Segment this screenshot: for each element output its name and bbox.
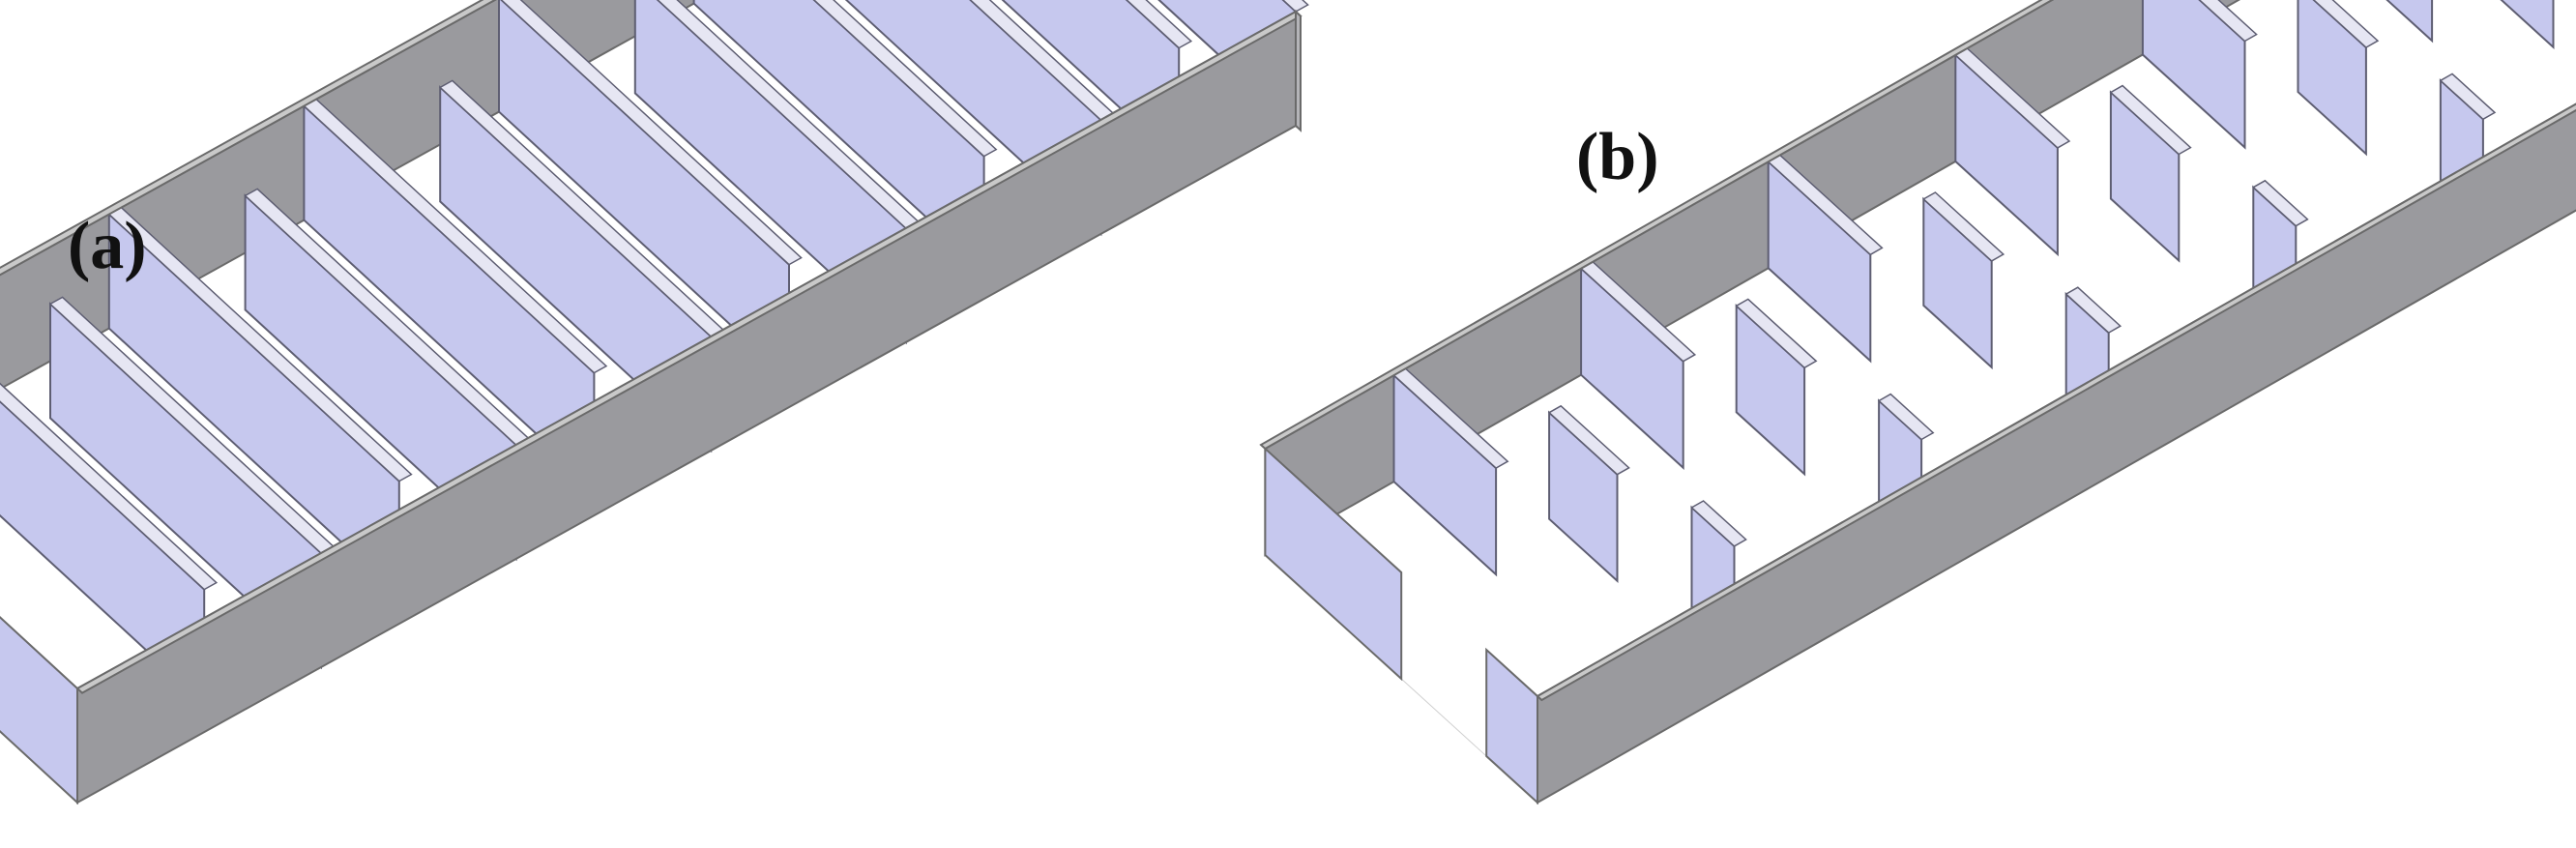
back-wall-rim — [0, 0, 497, 277]
baffle-13-top-edge — [2198, 0, 2258, 43]
panel-b-label: (b) — [1576, 120, 1659, 194]
baffle-7-top-edge — [500, 0, 803, 266]
baffle-2-top-edge — [1547, 404, 1630, 476]
front-long-wall — [1537, 102, 2576, 804]
baffle-5-top-edge — [1735, 298, 1818, 369]
panel-a-straight-baffles-tray — [0, 0, 1309, 805]
front-wall-rim — [1536, 102, 2576, 702]
baffle-16 — [2386, 0, 2434, 44]
baffle-13 — [2141, 0, 2246, 150]
panel-b-segmented-baffles-tray — [1259, 0, 2576, 805]
baffle-9-top-edge — [2064, 286, 2122, 335]
back-wall-rim — [1259, 0, 2055, 451]
baffle-15-top-edge — [2439, 73, 2497, 121]
front-wall-end — [1295, 9, 1302, 132]
baffle-14-top-edge — [2312, 0, 2380, 49]
baffle-1-top-edge — [0, 382, 219, 591]
baffle-12-top-edge — [2252, 179, 2309, 227]
baffle-8-top-edge — [1922, 191, 2005, 262]
panel-a-label: (a) — [68, 209, 147, 283]
baffle-3-top-edge — [1690, 500, 1747, 547]
baffle-14 — [2297, 0, 2367, 157]
baffle-11-top-edge — [1126, 0, 1193, 49]
baffle-12-top-edge — [1281, 0, 1309, 13]
baffle-6-top-edge — [1877, 393, 1935, 441]
baffle-11-top-edge — [2109, 84, 2192, 156]
baffle-9-top-edge — [812, 0, 998, 158]
baffle-17 — [2500, 0, 2555, 49]
